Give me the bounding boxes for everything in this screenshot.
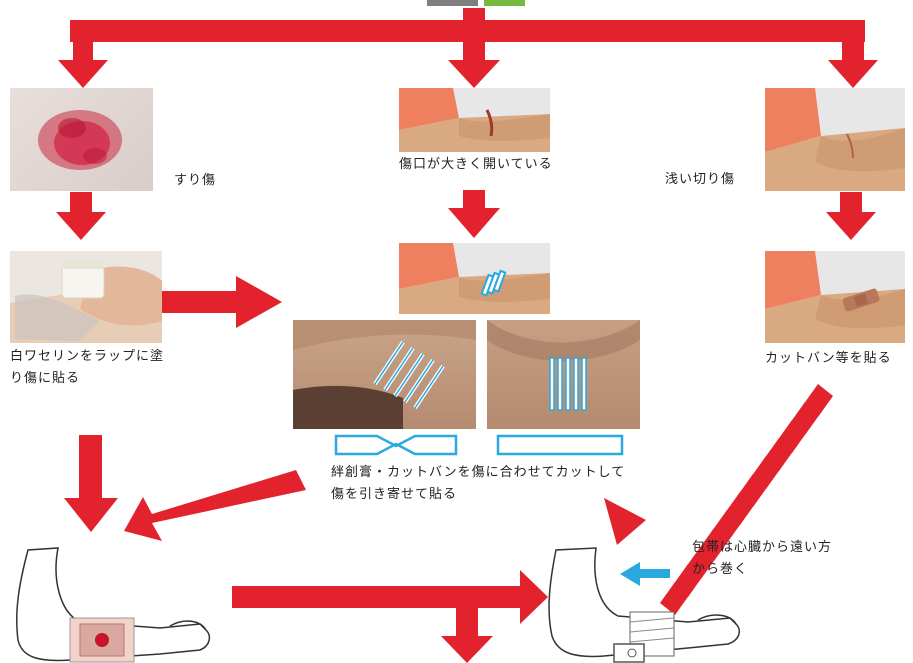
header-tab-gray: [427, 0, 478, 6]
header-tab-green: [484, 0, 525, 6]
photo-open-wound: [399, 88, 550, 152]
top-bar: [70, 20, 865, 42]
tape-straight-shape: [496, 434, 624, 456]
label-bandage-note: 包帯は心臓から遠い方から巻く: [692, 540, 833, 577]
arrow-down-left: [58, 60, 108, 88]
label-abrasion: すり傷: [174, 173, 217, 188]
arrow-down-right: [828, 60, 878, 88]
arrow-arm-to-arm: [520, 570, 548, 624]
photo-tape-arm: [399, 243, 550, 314]
illustration-arm-bandage: [548, 540, 748, 663]
tape-butterfly-shape: [334, 434, 458, 456]
label-open-wound: 傷口が大きく開いている: [399, 157, 553, 172]
photo-chin: [487, 320, 640, 429]
label-vaseline: 白ワセリンをラップに塗り傷に貼る: [10, 349, 165, 386]
label-shallow-cut: 浅い切り傷: [665, 172, 736, 187]
arrow-down-center: [448, 60, 500, 88]
label-tape-cut: 絆創膏・カットバンを傷に合わせてカットして傷を引き寄せて貼る: [331, 465, 626, 502]
arrow-vaseline-down: [64, 498, 118, 532]
photo-vaseline: [10, 251, 162, 343]
illustration-arm-patch: [0, 540, 215, 663]
arrow-shallow-to-bandaid: [826, 212, 876, 240]
arrow-tape-to-arm: [124, 470, 306, 541]
photo-forehead: [293, 320, 476, 429]
label-bandaid: カットバン等を貼る: [765, 351, 892, 366]
dashed-arrow-bandaid-to-arm: [660, 384, 833, 615]
photo-bandaid: [765, 251, 905, 343]
arrow-vaseline-to-tape: [236, 276, 282, 328]
photo-shallow-cut: [765, 88, 905, 191]
dashed-arrow-head: [604, 498, 646, 545]
blue-arrow: [620, 562, 670, 586]
photo-abrasion: [10, 88, 153, 191]
arrow-abrasion-to-vaseline: [56, 212, 106, 240]
arrow-open-to-tape: [448, 208, 500, 238]
arrow-bottom-down: [441, 636, 493, 663]
